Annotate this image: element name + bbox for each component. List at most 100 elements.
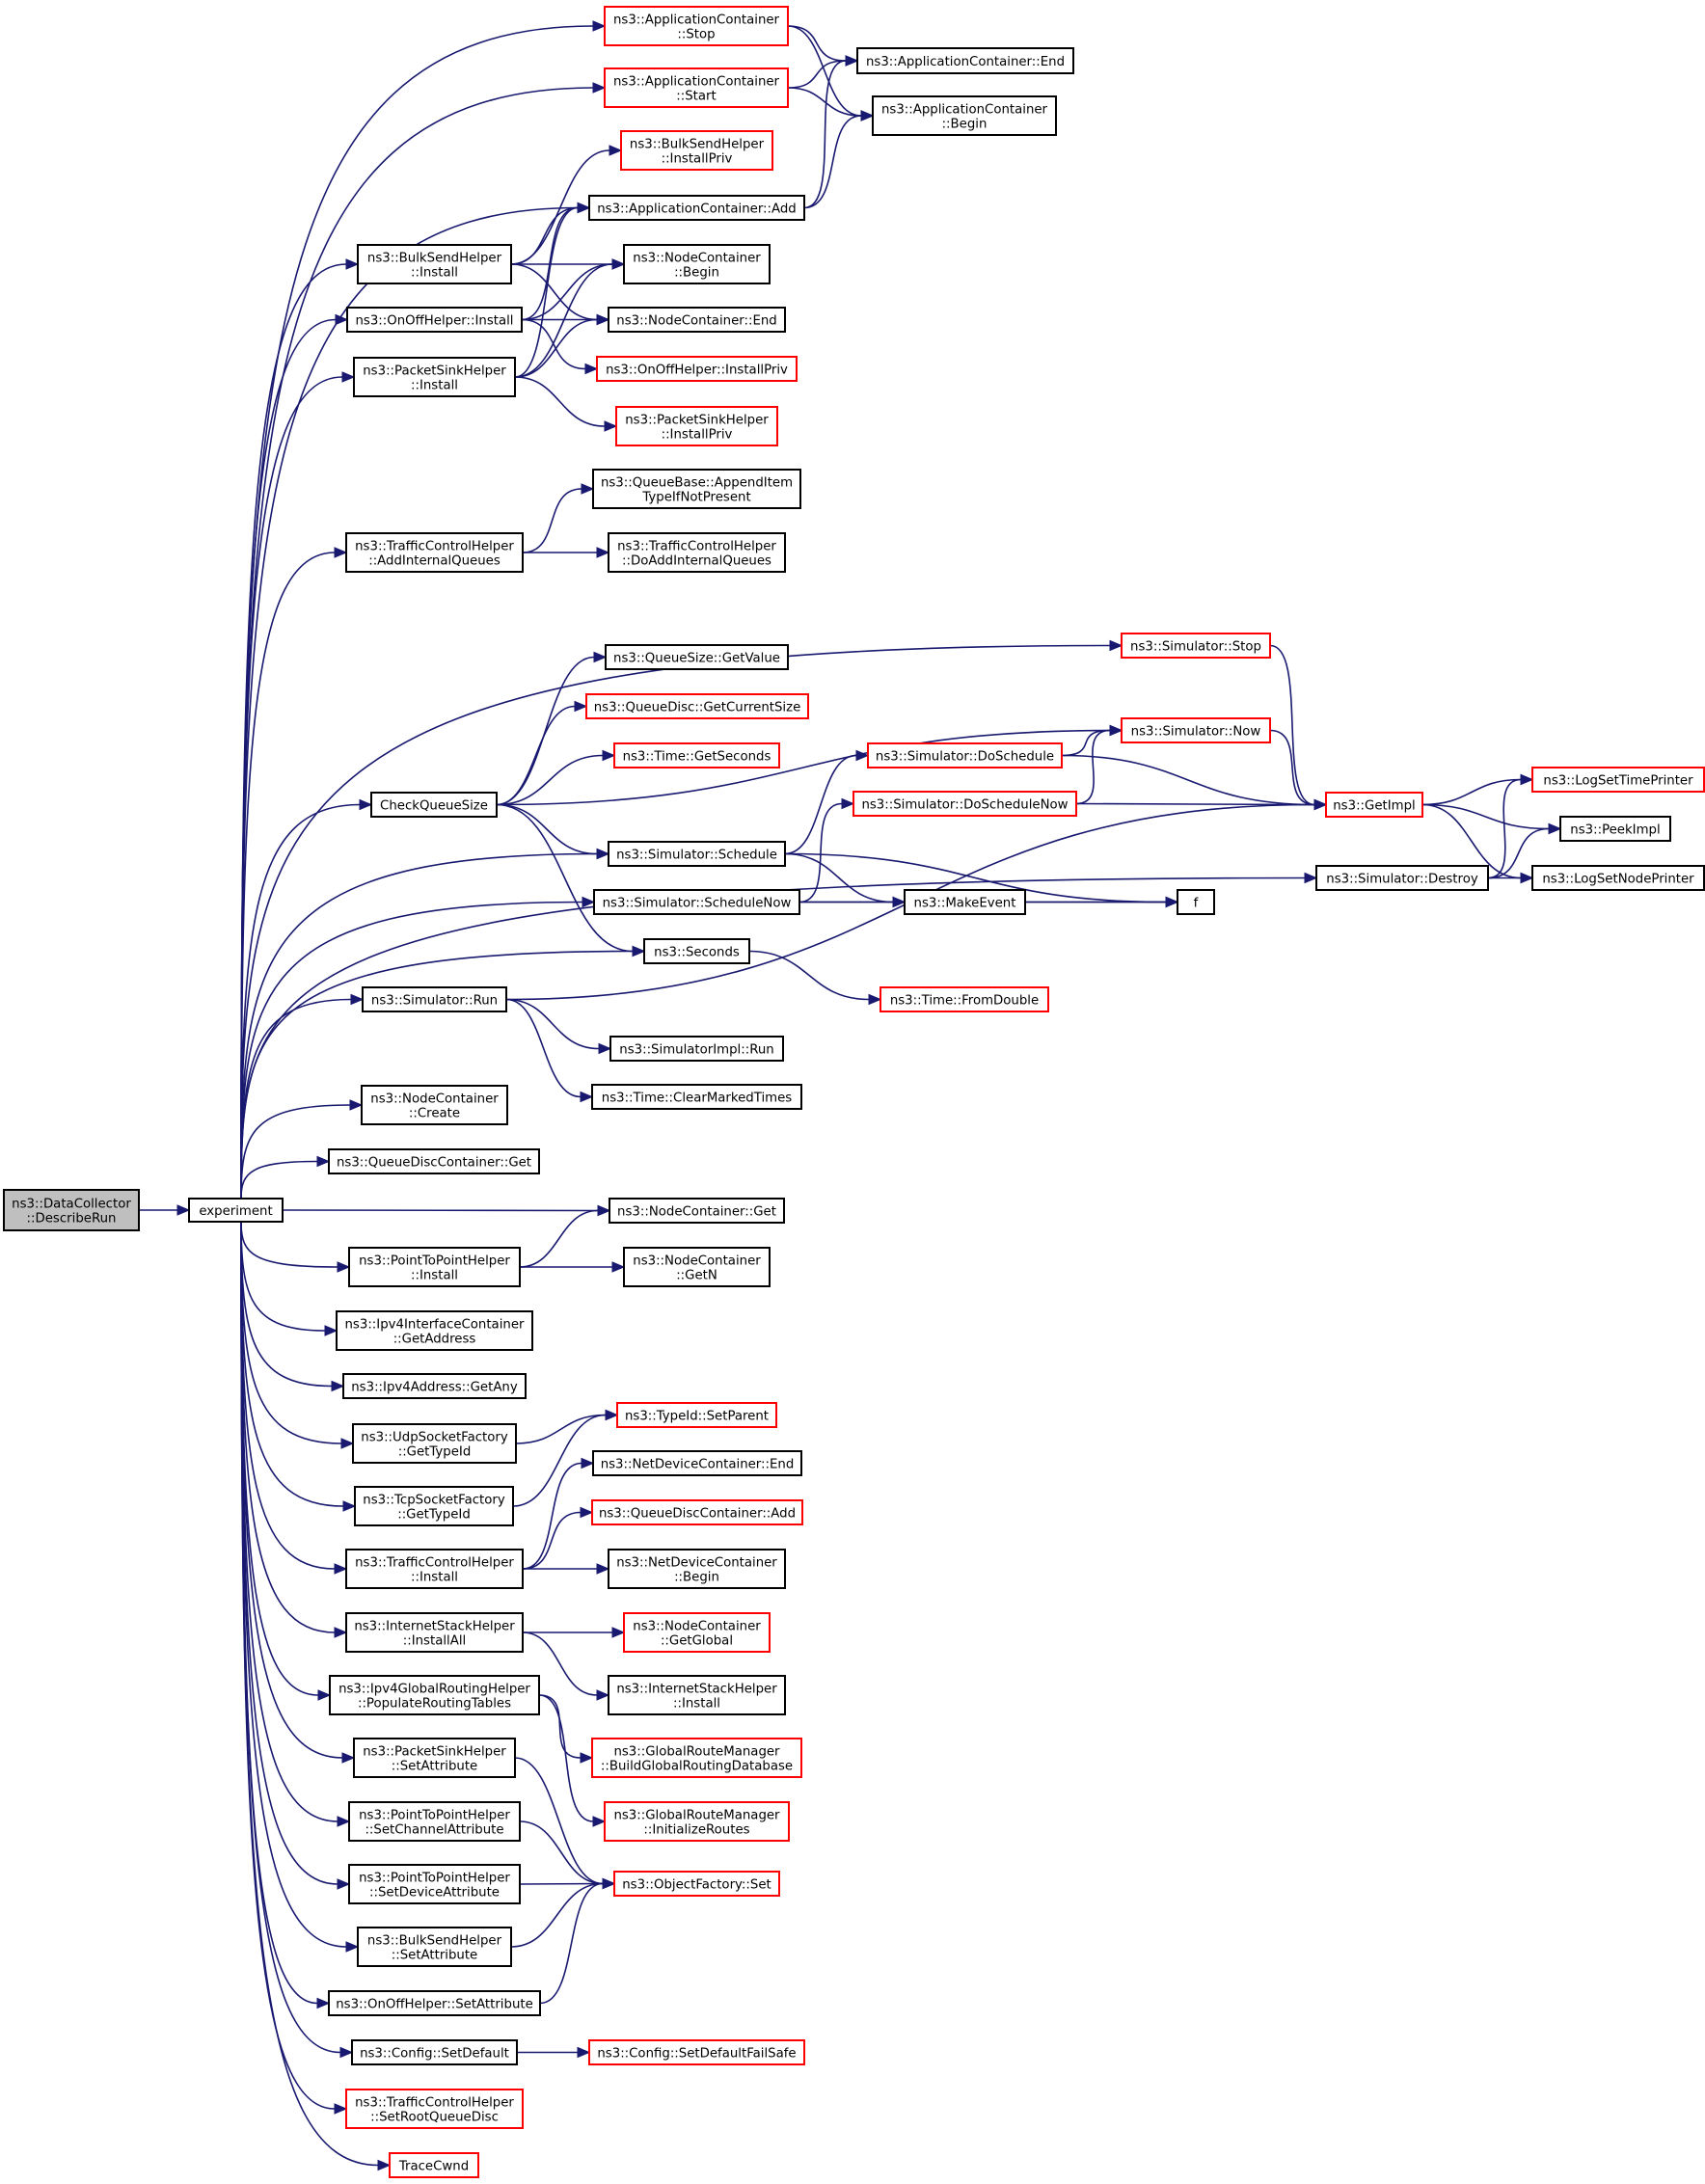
node-get-impl[interactable]: ns3::GetImpl [1325, 792, 1423, 818]
node-make-event[interactable]: ns3::MakeEvent [904, 889, 1026, 915]
edge-tch-add-internal-to-tch-do-add-internal [522, 547, 610, 558]
arrowhead-icon [345, 1941, 360, 1953]
node-app-end[interactable]: ns3::ApplicationContainer::End [856, 47, 1074, 74]
node-udp-get-type-id[interactable]: ns3::UdpSocketFactory::GetTypeId [352, 1423, 517, 1464]
node-qdc-get[interactable]: ns3::QueueDiscContainer::Get [328, 1148, 540, 1174]
node-config-set-default[interactable]: ns3::Config::SetDefault [351, 2039, 518, 2065]
node-append-item[interactable]: ns3::QueueBase::AppendItemTypeIfNotPrese… [592, 469, 801, 509]
node-box [1531, 767, 1705, 793]
edge-layer [138, 20, 1562, 2171]
node-box [348, 1247, 521, 1287]
node-ndc-end[interactable]: ns3::NetDeviceContainer::End [592, 1450, 802, 1476]
node-sink-install-priv[interactable]: ns3::PacketSinkHelper::InstallPriv [615, 406, 778, 446]
edge-experiment-to-sim-schedule-now [240, 896, 596, 1200]
node-time-from-double[interactable]: ns3::Time::FromDouble [880, 986, 1049, 1012]
node-app-begin[interactable]: ns3::ApplicationContainer::Begin [872, 95, 1057, 136]
node-app-add[interactable]: ns3::ApplicationContainer::Add [588, 195, 805, 221]
edge-check-queue-size-to-seconds [496, 803, 646, 957]
node-sim-impl-run[interactable]: ns3::SimulatorImpl::Run [609, 1036, 784, 1062]
node-peek-impl[interactable]: ns3::PeekImpl [1559, 816, 1671, 842]
node-box [592, 469, 801, 509]
edge-experiment-to-qdc-get [240, 1155, 331, 1200]
node-bulk-install-priv[interactable]: ns3::BulkSendHelper::InstallPriv [620, 130, 773, 171]
node-sim-destroy[interactable]: ns3::Simulator::Destroy [1315, 865, 1489, 891]
node-ndc-begin[interactable]: ns3::NetDeviceContainer::Begin [608, 1549, 786, 1589]
node-tch-install[interactable]: ns3::TrafficControlHelper::Install [345, 1549, 524, 1589]
node-label: ns3::InternetStackHelper [616, 1683, 777, 1697]
node-trace-cwnd[interactable]: TraceCwnd [389, 2152, 479, 2178]
node-ipv4-get-any[interactable]: ns3::Ipv4Address::GetAny [342, 1373, 527, 1399]
node-p2p-install[interactable]: ns3::PointToPointHelper::Install [348, 1247, 521, 1287]
node-label: ns3::Simulator::Stop [1130, 640, 1261, 655]
node-ipv4-if-get-address[interactable]: ns3::Ipv4InterfaceContainer::GetAddress [336, 1310, 533, 1351]
node-qs-get-value[interactable]: ns3::QueueSize::GetValue [605, 644, 789, 670]
node-label: ns3::TcpSocketFactory [363, 1494, 505, 1508]
node-f[interactable]: f [1177, 889, 1215, 915]
node-experiment[interactable]: experiment [188, 1198, 284, 1223]
node-sim-do-schedule[interactable]: ns3::Simulator::DoSchedule [867, 742, 1063, 768]
node-tch-add-internal[interactable]: ns3::TrafficControlHelper::AddInternalQu… [345, 532, 524, 573]
node-nc-get-n[interactable]: ns3::NodeContainer::GetN [623, 1247, 771, 1287]
node-qd-get-current-size[interactable]: ns3::QueueDisc::GetCurrentSize [585, 693, 809, 719]
node-label: ns3::QueueBase::AppendItem [601, 476, 793, 491]
node-label: ns3::Ipv4Address::GetAny [351, 1381, 518, 1395]
edge-line [787, 87, 862, 117]
node-label: ns3::TrafficControlHelper [617, 540, 776, 554]
node-ish-install-all[interactable]: ns3::InternetStackHelper::InstallAll [345, 1612, 524, 1653]
node-onoff-install-priv[interactable]: ns3::OnOffHelper::InstallPriv [596, 356, 798, 382]
node-time-clear-marked[interactable]: ns3::Time::ClearMarkedTimes [591, 1084, 802, 1110]
node-onoff-install[interactable]: ns3::OnOffHelper::Install [346, 307, 523, 333]
node-tch-set-root-qd[interactable]: ns3::TrafficControlHelper::SetRootQueueD… [345, 2089, 524, 2129]
node-sim-do-schedule-now[interactable]: ns3::Simulator::DoScheduleNow [852, 791, 1077, 817]
node-obj-factory-set[interactable]: ns3::ObjectFactory::Set [613, 1871, 780, 1897]
node-app-stop[interactable]: ns3::ApplicationContainer::Stop [604, 6, 789, 46]
node-p2p-set-channel[interactable]: ns3::PointToPointHelper::SetChannelAttri… [348, 1801, 521, 1842]
node-ish-install[interactable]: ns3::InternetStackHelper::Install [608, 1675, 786, 1715]
node-seconds[interactable]: ns3::Seconds [643, 938, 750, 964]
arrowhead-icon [602, 1877, 616, 1890]
node-sink-install[interactable]: ns3::PacketSinkHelper::Install [353, 357, 516, 397]
node-sim-schedule-now[interactable]: ns3::Simulator::ScheduleNow [593, 889, 800, 915]
node-label: ::Stop [677, 28, 715, 42]
edge-line [538, 1694, 594, 1822]
node-p2p-set-device[interactable]: ns3::PointToPointHelper::SetDeviceAttrib… [348, 1864, 521, 1904]
node-bulk-install[interactable]: ns3::BulkSendHelper::Install [357, 244, 512, 284]
edge-experiment-to-p2p-install [240, 1221, 351, 1273]
node-label: ns3::MakeEvent [914, 897, 1016, 911]
node-log-set-node-printer[interactable]: ns3::LogSetNodePrinter [1531, 865, 1705, 891]
node-nc-end[interactable]: ns3::NodeContainer::End [608, 307, 786, 333]
node-log-set-time-printer[interactable]: ns3::LogSetTimePrinter [1531, 767, 1705, 793]
edge-experiment-to-nc-get [282, 1204, 611, 1217]
node-config-set-default-fs[interactable]: ns3::Config::SetDefaultFailSafe [588, 2039, 805, 2065]
node-grm-init-routes[interactable]: ns3::GlobalRouteManager::InitializeRoute… [604, 1801, 790, 1842]
node-label: ns3::DataCollector [12, 1198, 131, 1212]
node-sim-stop[interactable]: ns3::Simulator::Stop [1121, 633, 1271, 659]
edge-line [240, 1221, 336, 1570]
node-box [604, 6, 789, 46]
edge-line [514, 376, 606, 427]
node-ipv4-pop-routing[interactable]: ns3::Ipv4GlobalRoutingHelper::PopulateRo… [329, 1675, 540, 1715]
node-onoff-set-attr[interactable]: ns3::OnOffHelper::SetAttribute [328, 1990, 541, 2016]
node-sim-now[interactable]: ns3::Simulator::Now [1121, 717, 1271, 743]
edge-line [784, 852, 894, 903]
node-check-queue-size[interactable]: CheckQueueSize [370, 792, 498, 818]
node-sink-set-attr[interactable]: ns3::PacketSinkHelper::SetAttribute [353, 1738, 516, 1778]
node-sim-run[interactable]: ns3::Simulator::Run [362, 986, 507, 1012]
arrowhead-icon [341, 1752, 356, 1764]
arrowhead-icon [845, 55, 859, 67]
node-box [329, 1675, 540, 1715]
node-nc-get[interactable]: ns3::NodeContainer::Get [609, 1198, 785, 1224]
node-nc-get-global[interactable]: ns3::NodeContainer::GetGlobal [623, 1612, 771, 1653]
node-nc-create[interactable]: ns3::NodeContainer::Create [361, 1085, 508, 1125]
node-qdc-add[interactable]: ns3::QueueDiscContainer::Add [591, 1499, 803, 1525]
node-box [604, 1801, 790, 1842]
node-nc-begin[interactable]: ns3::NodeContainer::Begin [623, 244, 771, 284]
node-tch-do-add-internal[interactable]: ns3::TrafficControlHelper::DoAddInternal… [608, 532, 786, 573]
node-tcp-get-type-id[interactable]: ns3::TcpSocketFactory::GetTypeId [354, 1486, 514, 1526]
node-type-id-set-parent[interactable]: ns3::TypeId::SetParent [616, 1402, 777, 1428]
node-grm-build-db[interactable]: ns3::GlobalRouteManager::BuildGlobalRout… [591, 1738, 802, 1778]
node-time-get-seconds[interactable]: ns3::Time::GetSeconds [613, 742, 780, 768]
node-bulk-set-attr[interactable]: ns3::BulkSendHelper::SetAttribute [357, 1927, 512, 1967]
node-app-start[interactable]: ns3::ApplicationContainer::Start [604, 67, 789, 108]
node-sim-schedule[interactable]: ns3::Simulator::Schedule [608, 841, 786, 867]
